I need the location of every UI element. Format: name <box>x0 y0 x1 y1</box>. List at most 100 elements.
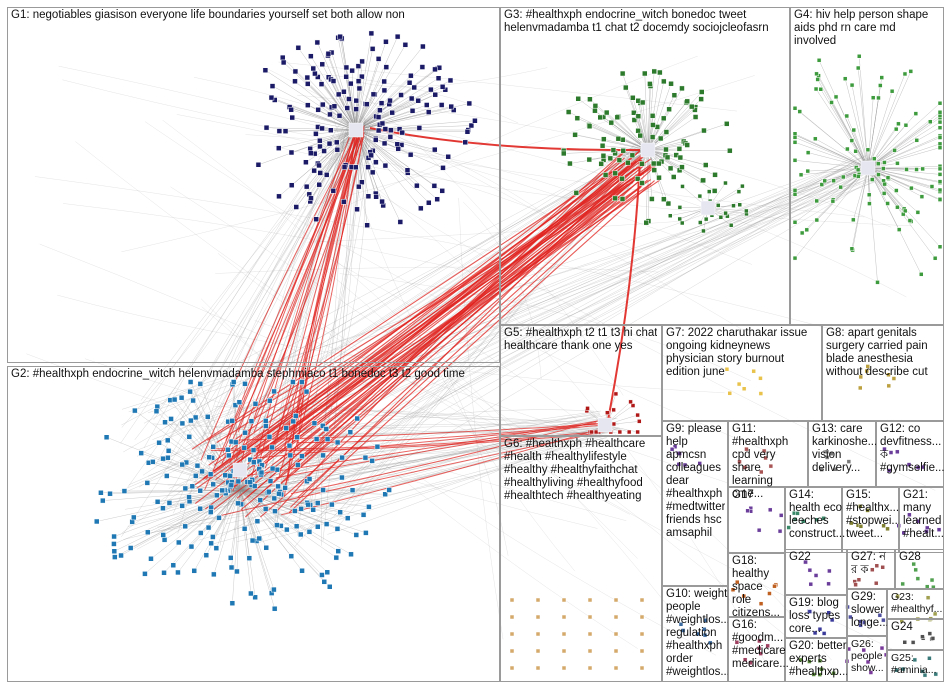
node <box>423 102 430 108</box>
node <box>535 597 541 603</box>
node <box>282 485 288 491</box>
node <box>383 64 390 70</box>
node <box>677 216 682 222</box>
node <box>179 503 185 509</box>
node <box>865 364 871 369</box>
node <box>315 107 321 113</box>
node <box>838 184 843 190</box>
node <box>419 64 426 70</box>
edge <box>278 131 365 476</box>
node <box>341 199 347 205</box>
node <box>257 497 264 503</box>
edge <box>239 489 386 495</box>
node <box>692 107 698 113</box>
edge <box>297 423 599 444</box>
node <box>744 208 749 214</box>
node <box>756 527 762 533</box>
node <box>448 103 454 110</box>
node <box>663 129 670 135</box>
node <box>849 246 855 251</box>
node <box>321 579 328 585</box>
node <box>269 444 275 451</box>
node <box>930 636 936 641</box>
node <box>692 114 699 120</box>
node <box>326 584 333 590</box>
node <box>315 523 321 530</box>
node <box>372 137 379 143</box>
edge <box>296 129 357 208</box>
node <box>817 658 823 664</box>
edge <box>307 430 597 437</box>
node <box>756 646 762 651</box>
node <box>901 530 906 536</box>
group-label-g10: G10: weight people #weightlos... regulat… <box>666 588 730 678</box>
edge <box>239 489 279 494</box>
edge <box>239 489 253 541</box>
node <box>876 172 881 177</box>
edge <box>192 162 856 494</box>
node <box>418 205 424 212</box>
node <box>895 204 900 210</box>
node <box>879 75 884 80</box>
node <box>758 651 763 656</box>
node <box>587 648 593 654</box>
edge <box>322 116 357 541</box>
edge <box>239 489 337 558</box>
node <box>187 388 193 395</box>
group-label-g11: G11: #healthxph cpd very share learning … <box>732 423 789 500</box>
node <box>268 94 275 101</box>
node <box>382 162 389 169</box>
node <box>795 511 800 516</box>
node <box>176 539 182 546</box>
node <box>703 216 709 222</box>
node <box>814 217 820 223</box>
node <box>677 154 684 161</box>
group-label-g26: G26: people show... <box>851 638 884 674</box>
node <box>758 469 764 475</box>
node <box>932 611 938 617</box>
node <box>111 548 118 554</box>
node <box>792 255 798 261</box>
group-box-g29: G29: slower longe... <box>847 589 889 636</box>
node <box>379 120 386 127</box>
node <box>334 439 341 446</box>
node <box>408 95 415 102</box>
edge <box>240 178 632 511</box>
edge <box>438 357 509 556</box>
edge <box>106 437 241 491</box>
node <box>611 407 616 413</box>
edge <box>867 73 906 169</box>
node <box>617 429 623 435</box>
node <box>589 429 594 435</box>
node <box>623 84 629 91</box>
node <box>509 648 515 654</box>
node <box>922 672 928 678</box>
node <box>375 127 382 134</box>
edge <box>296 133 364 449</box>
node <box>402 42 409 48</box>
node <box>628 399 633 405</box>
edge <box>867 167 878 283</box>
node <box>355 63 362 69</box>
node <box>535 631 541 637</box>
edge <box>214 405 614 423</box>
node <box>613 614 619 620</box>
node <box>435 75 442 81</box>
node <box>920 669 925 674</box>
node <box>127 545 134 551</box>
node <box>271 586 277 593</box>
edge <box>114 489 241 552</box>
node <box>289 114 295 121</box>
node <box>827 568 832 574</box>
node <box>734 640 740 645</box>
edge <box>288 180 655 514</box>
node <box>937 110 943 115</box>
node <box>150 459 156 465</box>
node <box>670 174 677 180</box>
node <box>874 563 880 569</box>
edge <box>319 264 638 559</box>
node <box>927 656 932 661</box>
node <box>700 200 716 216</box>
node <box>873 580 879 586</box>
node <box>373 159 379 165</box>
